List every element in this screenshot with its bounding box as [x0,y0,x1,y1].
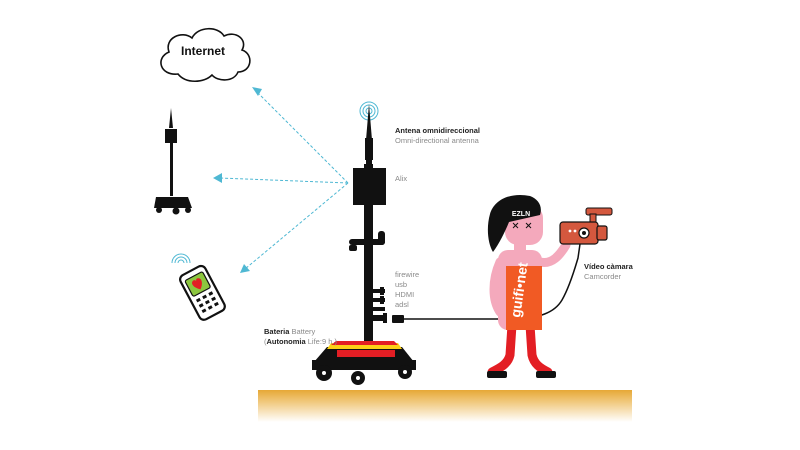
main-node-tower [312,101,416,385]
hair-text: EZLN [512,211,530,218]
port-label-usb: usb [395,280,408,289]
antenna-label-en: Omni-directional antenna [395,136,479,145]
camcorder [559,207,613,245]
autonomy-label-en: Life: [307,337,322,346]
autonomy-label-ca: Autonomia [266,337,306,346]
port-label-adsl: adsl [395,300,409,309]
port-label-firewire: firewire [395,270,420,279]
shirt-text: guifi•net [507,261,531,318]
camcorder-label: Vídeo càmara [584,262,633,271]
battery-life-label: (Autonomia Life:9 h.) [264,337,337,347]
paren-open: ( [264,337,267,346]
battery-label-ca: Bateria [264,327,290,336]
battery-label: Bateria Battery [264,327,315,337]
antenna-label: Antena omnidireccional [395,126,481,135]
battery-label-en: Battery [291,327,316,336]
autonomy-hours: 9 h. [321,337,335,346]
person: EZLN guifi•net [487,194,571,378]
shirt-sign [506,266,542,330]
camcorder-label-en: Camcorder [584,272,622,281]
heart-icon [192,278,202,290]
internet-label: Internet [181,44,225,58]
wireless-links [219,91,349,270]
link-arrowheads [213,87,262,273]
remote-node-tower [154,108,192,215]
mobile-phone [171,253,226,321]
paren-close: ) [334,337,337,346]
signal-icon [171,253,191,264]
port-label-hdmi: HDMI [395,290,415,299]
ground [258,390,632,422]
alix-label: Alix [395,174,408,183]
internet-cloud: Internet [160,27,251,83]
